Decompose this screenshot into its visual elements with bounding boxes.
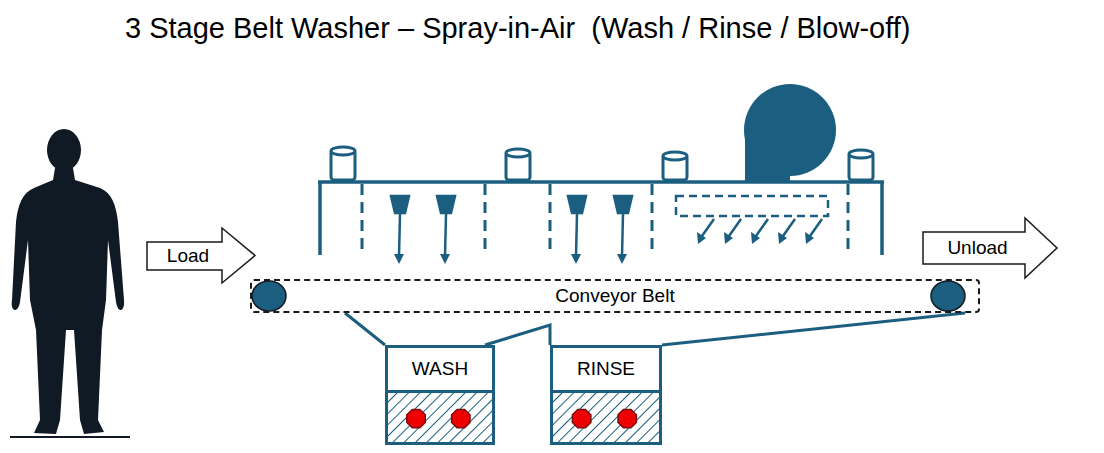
node-label: WASH [388, 348, 492, 380]
spray-nozzles [391, 196, 632, 213]
node-label: Conveyor Belt [555, 285, 674, 307]
blower [744, 84, 836, 182]
rinse-tank: RINSE [550, 345, 662, 445]
belt-rollers [252, 281, 965, 311]
drain-line [662, 313, 965, 345]
node-label: Unload [947, 237, 1007, 259]
diagram-title: 3 Stage Belt Washer – Spray-in-Air (Wash… [125, 12, 910, 45]
tank-liquid [553, 390, 659, 442]
heater-element [618, 409, 636, 427]
curtain-walls [362, 184, 848, 255]
wash-tank: WASH [385, 345, 495, 445]
heater-element [452, 409, 470, 427]
heater-element [572, 409, 591, 427]
spray-arrows [394, 214, 627, 264]
person-silhouette [10, 129, 130, 438]
node-label: RINSE [553, 348, 659, 380]
drain-funnel [485, 325, 550, 345]
node-label: Load [167, 245, 209, 267]
conveyor-belt: Conveyor Belt [250, 279, 980, 313]
air-arrows [697, 219, 822, 244]
load-arrow: Load [146, 227, 256, 284]
washer-housing [318, 182, 884, 255]
air-knife [676, 196, 828, 216]
drain-line [345, 313, 385, 345]
unload-arrow: Unload [922, 217, 1058, 279]
heater-element [407, 409, 426, 427]
tank-liquid [388, 390, 492, 442]
